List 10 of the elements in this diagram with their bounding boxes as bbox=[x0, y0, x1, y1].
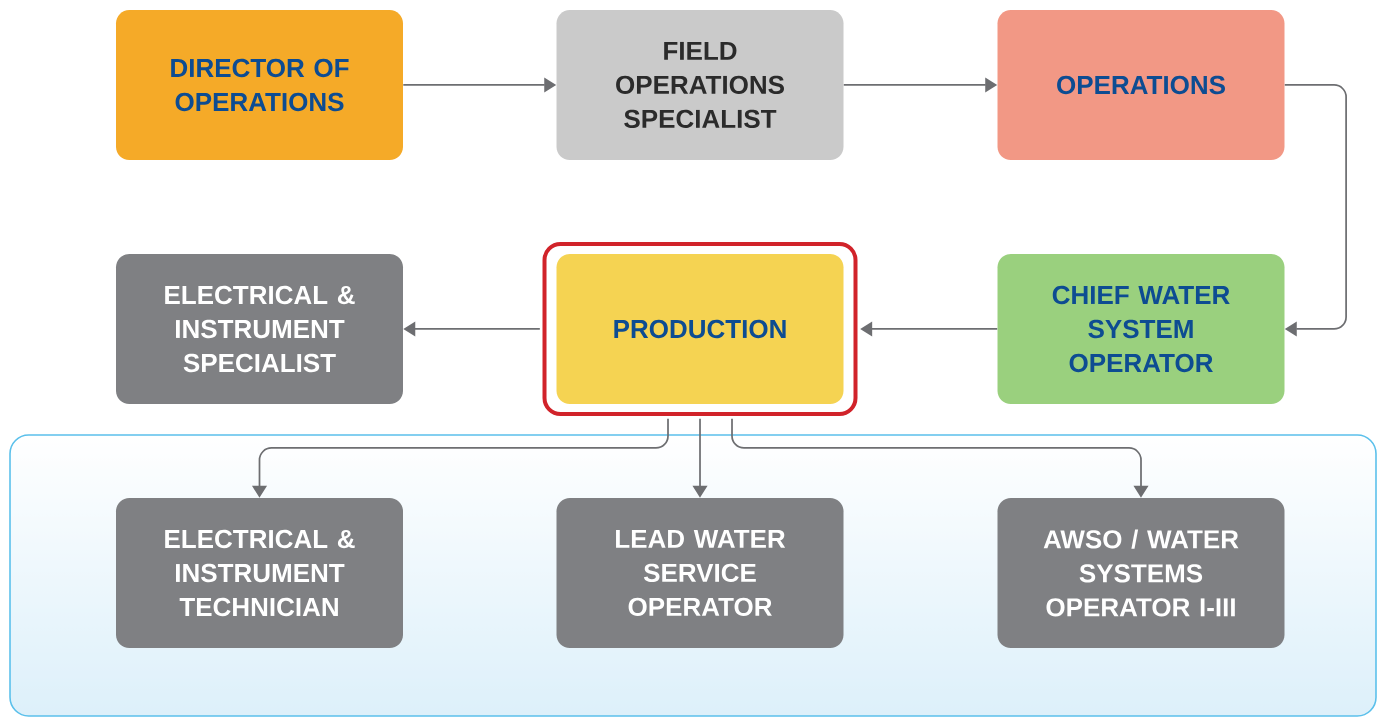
role-box: OPERATIONS bbox=[997, 10, 1285, 160]
role-box: DIRECTOR OF OPERATIONS bbox=[116, 10, 403, 160]
role-box: AWSO / WATER SYSTEMS OPERATOR I-III bbox=[997, 498, 1285, 648]
role-box: FIELD OPERATIONS SPECIALIST bbox=[556, 10, 844, 160]
role-box: LEAD WATER SERVICE OPERATOR bbox=[556, 498, 844, 648]
role-box: CHIEF WATER SYSTEM OPERATOR bbox=[997, 254, 1285, 404]
role-box: ELECTRICAL & INSTRUMENT SPECIALIST bbox=[116, 254, 403, 404]
arrow bbox=[1283, 84, 1347, 337]
highlighted-box: PRODUCTION bbox=[542, 242, 858, 416]
role-box: ELECTRICAL & INSTRUMENT TECHNICIAN bbox=[116, 498, 403, 648]
